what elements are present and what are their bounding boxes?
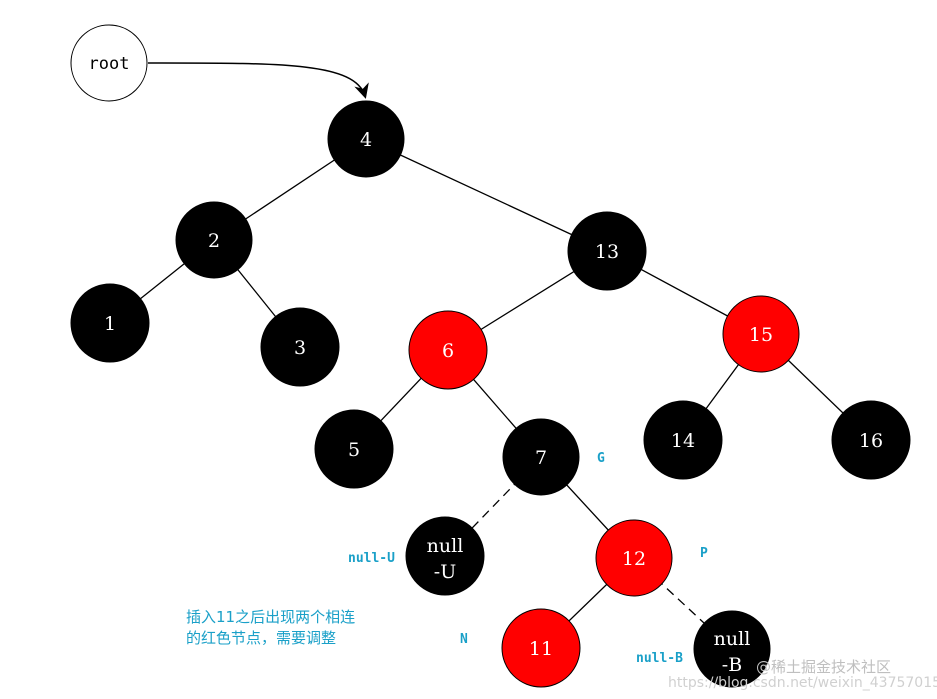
node-label-nullU-line2: -U	[434, 561, 456, 583]
adjustment-note: 插入11之后出现两个相连 的红色节点，需要调整	[186, 608, 355, 647]
tag-null-u: null-U	[348, 551, 395, 566]
node-circle-n3	[260, 307, 340, 387]
tag-new-node: N	[460, 632, 468, 647]
root-circle	[70, 24, 148, 102]
node-n16: 16	[831, 400, 911, 480]
node-circle-n2	[175, 201, 253, 279]
node-circle-n11	[501, 608, 581, 688]
node-label-nullB-line1: null	[714, 628, 751, 650]
node-label-n16: 16	[859, 430, 883, 452]
node-n3: 3	[260, 307, 340, 387]
root-pointer: root	[70, 24, 369, 102]
node-circle-n12	[595, 519, 673, 597]
edge-4-13	[365, 138, 608, 252]
node-label-n12: 12	[622, 548, 646, 570]
node-circle-n16	[831, 400, 911, 480]
node-label-n15: 15	[749, 324, 773, 346]
node-n6: 6	[408, 310, 488, 390]
node-n14: 14	[643, 400, 723, 480]
node-label-nullB-line2: -B	[722, 654, 742, 676]
node-n12: 12	[595, 519, 673, 597]
node-circle-nullU	[405, 516, 485, 596]
watermark-site: @稀土掘金技术社区	[756, 658, 891, 676]
tag-grandparent: G	[597, 451, 605, 466]
node-circle-n4	[327, 100, 405, 178]
node-n1: 1	[70, 283, 150, 363]
node-circle-n5	[314, 409, 394, 489]
annotation-tags: G P N null -U null-B	[348, 451, 708, 666]
node-circle-n15	[722, 295, 800, 373]
node-n13: 13	[567, 211, 647, 291]
node-circle-nullB	[693, 610, 771, 688]
node-nullB: null -B	[693, 610, 771, 688]
node-circle-n1	[70, 283, 150, 363]
node-circle-n6	[408, 310, 488, 390]
node-circle-n7	[502, 418, 580, 496]
node-label-n14: 14	[671, 430, 695, 452]
note-line-1: 插入11之后出现两个相连	[186, 608, 355, 626]
node-n5: 5	[314, 409, 394, 489]
node-label-n2: 2	[208, 230, 220, 252]
watermark-url: https://blog.csdn.net/weixin_43757015	[668, 675, 937, 691]
note-line-2: 的红色节点，需要调整	[186, 629, 336, 647]
node-label-n4: 4	[360, 129, 372, 151]
node-n7: 7	[502, 418, 580, 496]
tag-parent: P	[700, 546, 708, 561]
node-label-n1: 1	[104, 313, 116, 335]
node-label-n6: 6	[442, 340, 454, 362]
node-label-n7: 7	[535, 447, 547, 469]
node-label-n3: 3	[294, 337, 306, 359]
node-circle-n14	[643, 400, 723, 480]
node-n4: 4	[327, 100, 405, 178]
node-label-n11: 11	[529, 638, 553, 660]
root-arrow	[147, 62, 369, 99]
node-circle-n13	[567, 211, 647, 291]
node-label-n5: 5	[348, 439, 360, 461]
node-label-nullU-line1: null	[427, 535, 464, 557]
node-n2: 2	[175, 201, 253, 279]
node-n15: 15	[722, 295, 800, 373]
node-label-n13: 13	[595, 241, 619, 263]
node-n11: 11	[501, 608, 581, 688]
tag-null-b: null-B	[636, 651, 683, 666]
watermark: https://blog.csdn.net/weixin_43757015 @稀…	[668, 658, 937, 691]
node-nullU: null -U	[405, 516, 485, 596]
root-label: root	[89, 54, 130, 74]
